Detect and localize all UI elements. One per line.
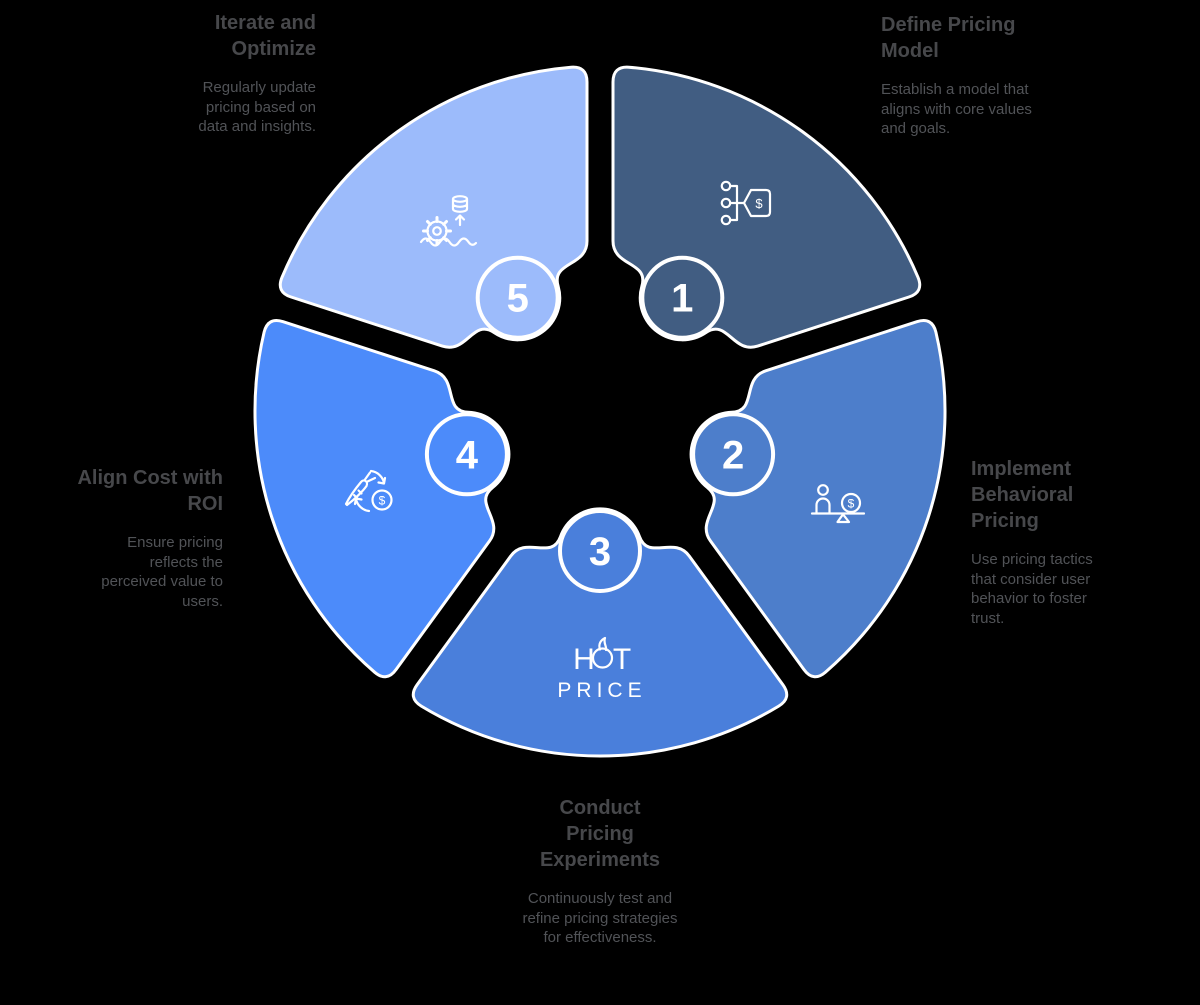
segment-label-implement-behavioral-pricing: Implement Behavioral Pricing Use pricing… [971,456,1116,628]
svg-text:$: $ [755,196,763,211]
segment-5-description: Regularly update pricing based on data a… [198,79,316,135]
carrot-dollar-cycle-icon: $ [344,469,393,513]
segment-badge-1: 1 [640,255,725,340]
segment-badge-4: 4 [424,412,509,497]
segment-number: 4 [456,433,479,477]
segment-badge-2: 2 [691,412,776,497]
gear-database-growth-icon [419,195,478,247]
segment-petal-3 [411,507,789,758]
segment-label-define-pricing-model: Define Pricing Model Establish a model t… [881,12,1039,139]
segment-1-heading: Define Pricing Model [881,14,1016,62]
segment-2-description: Use pricing tactics that consider user b… [971,551,1093,627]
svg-text:$: $ [379,494,386,508]
segment-4-description: Ensure pricing reflects the perceived va… [101,534,223,610]
segment-label-iterate-and-optimize: Iterate and Optimize Regularly update pr… [176,10,316,137]
org-chart-price-tag-icon: $ [720,180,772,226]
svg-text:H: H [573,643,595,676]
person-money-balance-icon: $ [810,484,866,524]
segment-number: 2 [722,433,744,477]
svg-text:$: $ [848,497,855,511]
segment-3-heading: Conduct Pricing Experiments [539,797,661,871]
svg-text:T: T [613,643,631,676]
hot-price-line2: PRICE [557,679,646,702]
segment-badge-3: 3 [558,509,642,593]
segment-number: 1 [671,277,693,321]
segment-1-description: Establish a model that aligns with core … [881,81,1032,137]
segment-label-align-cost-with-roi: Align Cost with ROI Ensure pricing refle… [63,465,223,611]
segment-label-conduct-pricing-experiments: Conduct Pricing Experiments Continuously… [500,795,700,948]
segment-number: 5 [507,277,529,321]
segment-4-heading: Align Cost with ROI [77,467,223,515]
segment-number: 3 [589,530,611,574]
segment-3-description: Continuously test and refine pricing str… [522,890,678,946]
segment-5-heading: Iterate and Optimize [214,12,316,60]
segment-2-heading: Implement Behavioral Pricing [971,458,1074,532]
segment-badge-5: 5 [475,255,560,340]
